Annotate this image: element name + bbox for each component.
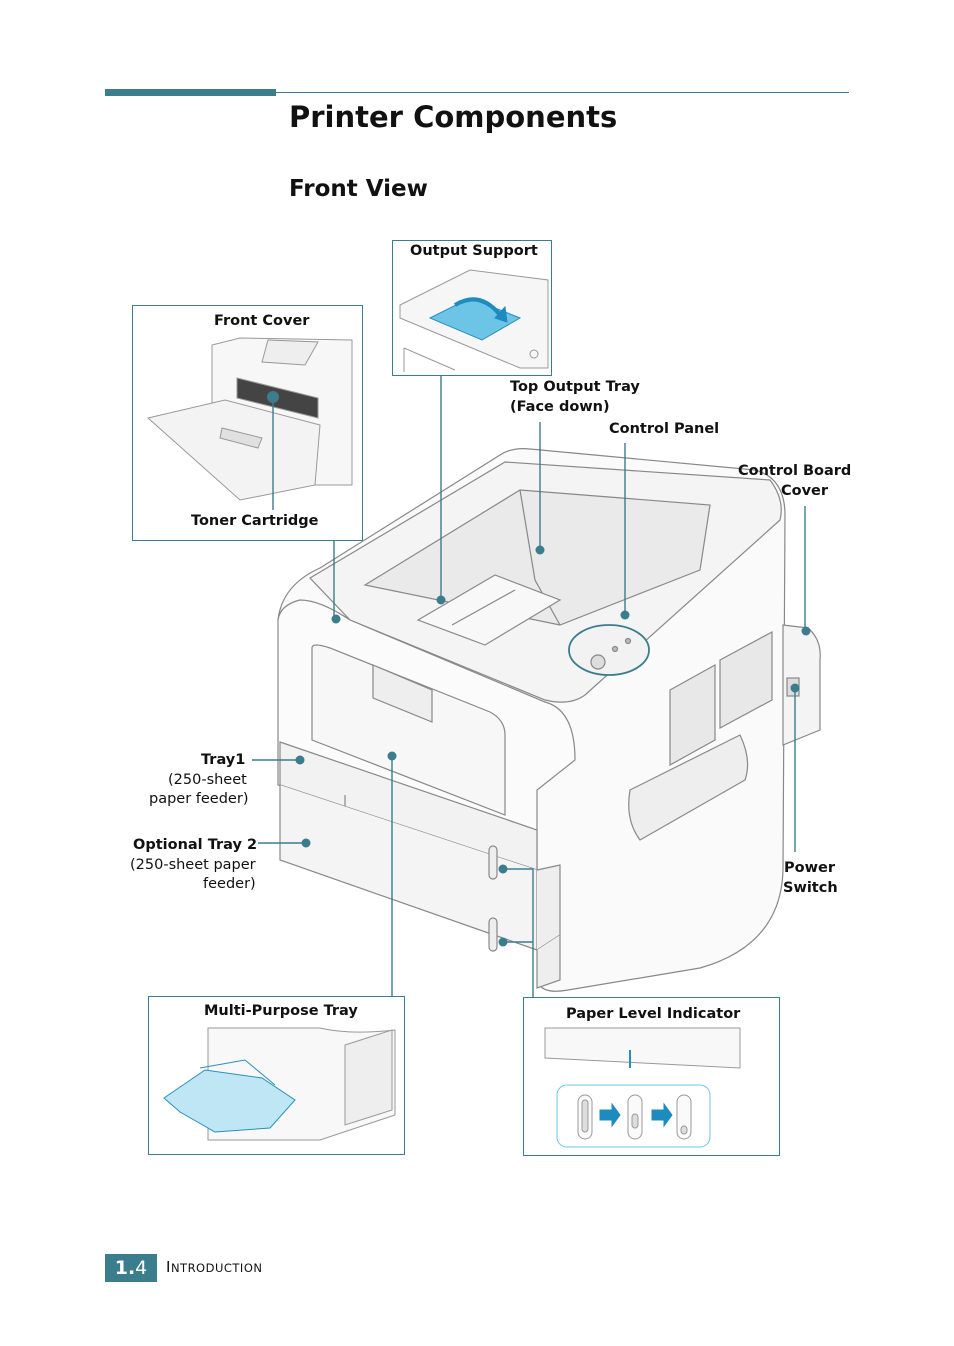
page-title: Printer Components [289, 100, 618, 134]
control-board-cover-label: Control Board [738, 463, 852, 479]
tray1-sublabel-1: (250-sheet [168, 772, 247, 788]
output-support-label: Output Support [410, 243, 538, 259]
page-number: 4 [135, 1257, 148, 1279]
control-board-cover-label-2: Cover [781, 483, 829, 499]
chapter-number: 1. [114, 1257, 136, 1279]
optional-tray2-label: Optional Tray 2 [133, 837, 258, 853]
header-accent-bar [105, 89, 276, 96]
control-panel-label: Control Panel [609, 421, 720, 437]
header-rule [276, 92, 849, 93]
tray1-label: Tray1 [201, 752, 246, 768]
footer-section-rest: NTRODUCTION [170, 1261, 263, 1275]
page-number-badge: 1.4 [105, 1254, 157, 1282]
top-output-tray-sublabel: (Face down) [510, 399, 610, 415]
front-cover-label: Front Cover [214, 313, 310, 329]
paper-level-indicator-label: Paper Level Indicator [566, 1006, 741, 1022]
tray1-sublabel-2: paper feeder) [149, 791, 249, 807]
footer-section-initial: I [166, 1258, 171, 1276]
top-output-tray-label: Top Output Tray [510, 379, 640, 395]
optional-tray2-sublabel-2: feeder) [203, 876, 256, 892]
section-title: Front View [289, 176, 428, 202]
power-switch-label-2: Switch [783, 880, 838, 896]
footer-section-title: INTRODUCTION [166, 1258, 262, 1276]
optional-tray2-sublabel-1: (250-sheet paper [130, 857, 256, 873]
power-switch-label: Power [784, 860, 835, 876]
toner-cartridge-label: Toner Cartridge [191, 513, 319, 529]
multi-purpose-tray-label: Multi-Purpose Tray [204, 1003, 358, 1019]
